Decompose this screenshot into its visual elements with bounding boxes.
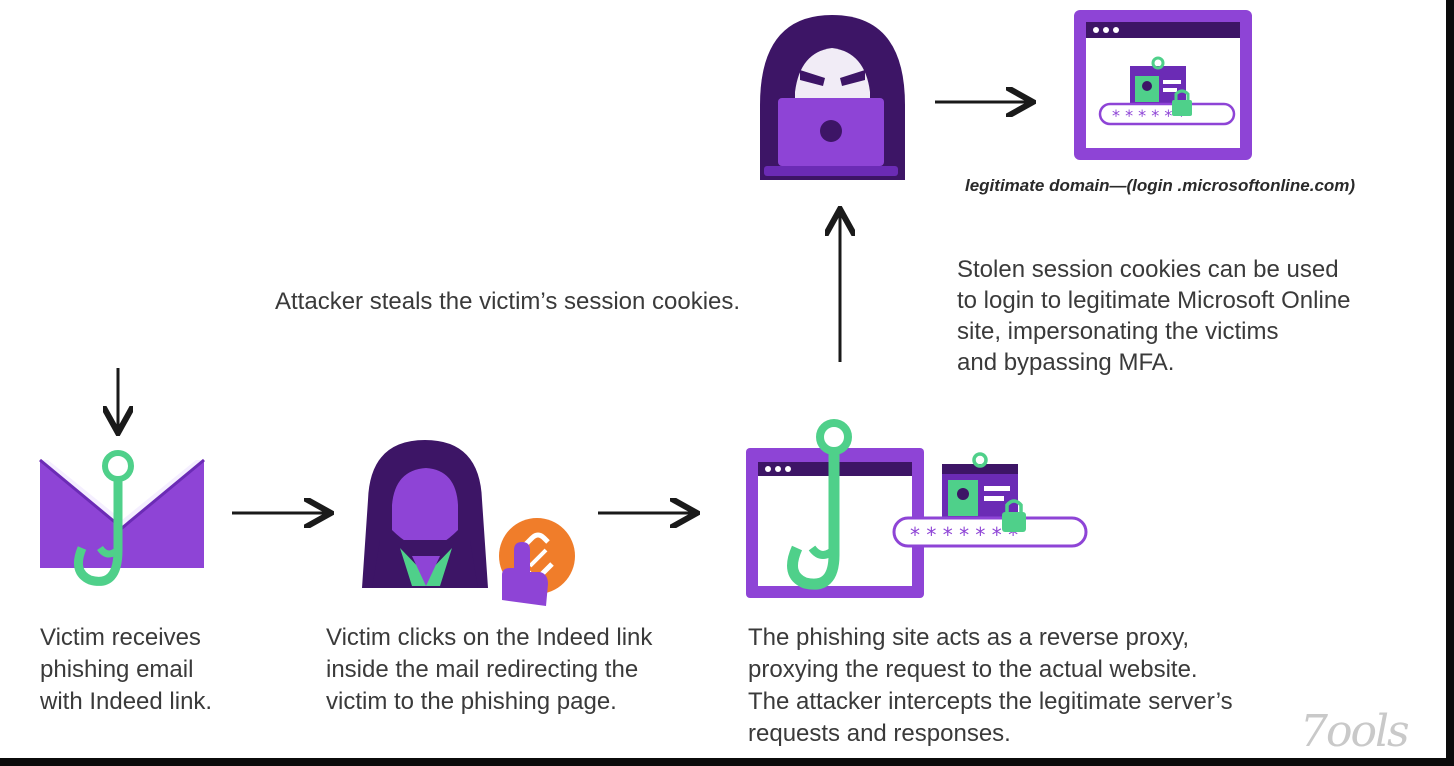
right-border	[1446, 0, 1454, 766]
step1-line: with Indeed link.	[40, 688, 213, 715]
step3-line: proxying the request to the actual websi…	[748, 656, 1198, 683]
click-link-icon	[499, 518, 575, 606]
legit-domain-caption: legitimate domain—(login .microsoftonlin…	[965, 176, 1356, 195]
stolen-cookies-line: and bypassing MFA.	[957, 349, 1175, 376]
victim-icon	[362, 440, 488, 588]
watermark-logo: 7ools	[1300, 706, 1410, 757]
step3-line: requests and responses.	[748, 720, 1011, 747]
bottom-border	[0, 758, 1454, 766]
email-envelope-icon	[39, 450, 205, 586]
attacker-icon	[760, 15, 905, 180]
steal-cookies-label: Attacker steals the victim’s session coo…	[275, 288, 741, 315]
stolen-cookies-line: Stolen session cookies can be used	[957, 256, 1339, 283]
stolen-cookies-line: to login to legitimate Microsoft Online	[957, 287, 1351, 314]
step2-line: Victim clicks on the Indeed link	[326, 624, 653, 651]
step3-line: The phishing site acts as a reverse prox…	[748, 624, 1190, 651]
step1-line: phishing email	[40, 656, 194, 683]
phishing-site-browser-icon	[746, 419, 924, 598]
step3-line: The attacker intercepts the legitimate s…	[748, 688, 1233, 715]
svg-text:* * * * * *: * * * * * *	[1112, 106, 1185, 125]
step2-line: inside the mail redirecting the	[326, 656, 639, 683]
step2-line: victim to the phishing page.	[326, 688, 617, 715]
password-mask: * * * * * * *	[910, 523, 1018, 547]
legit-site-browser-icon: * * * * * *	[1074, 10, 1252, 160]
login-card-icon: * * * * * * *	[892, 452, 1088, 548]
step1-line: Victim receives	[40, 624, 201, 651]
stolen-cookies-line: site, impersonating the victims	[957, 318, 1279, 345]
